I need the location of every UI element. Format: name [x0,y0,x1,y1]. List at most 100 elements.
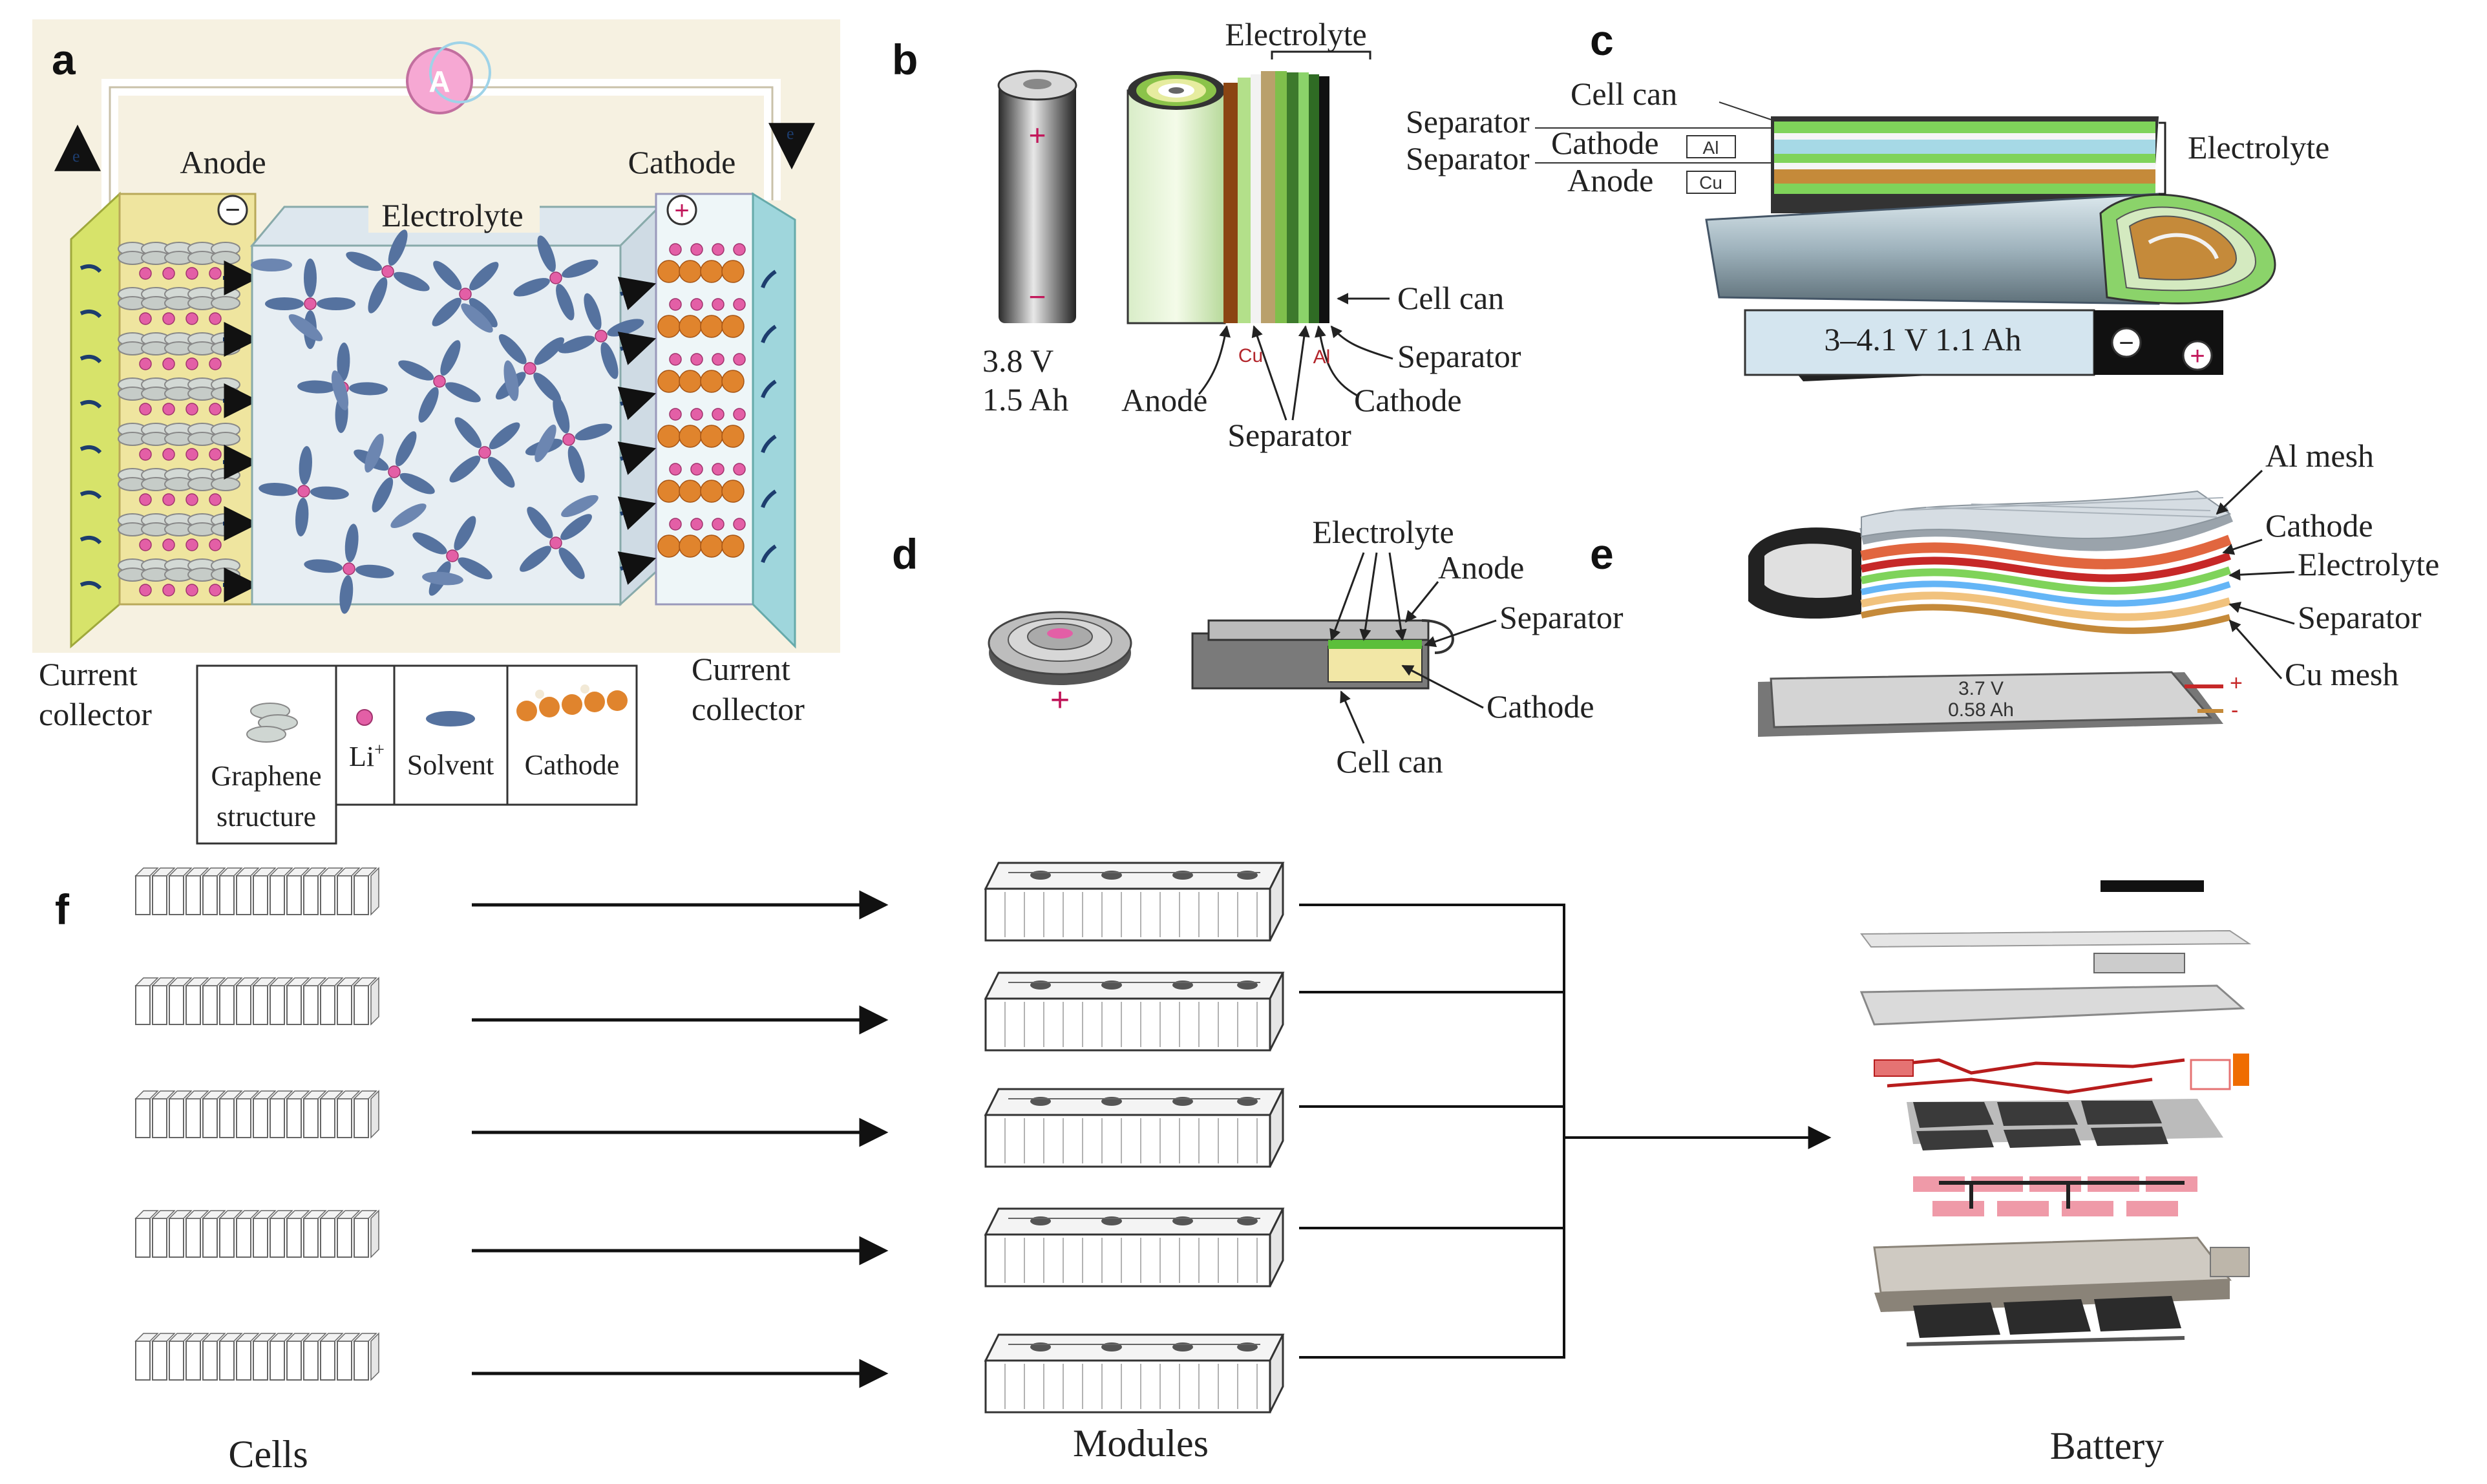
cell-top [218,1090,243,1099]
cell-top [353,1333,377,1342]
li-ion [669,463,682,476]
electron-flow-icon [761,270,777,289]
li-ion [139,538,152,551]
li-ion [162,357,175,370]
solvent-molecule [607,319,644,337]
li-ion [733,353,746,366]
graphene-sheet [211,432,240,446]
li-ion [669,243,682,256]
cell-unit [169,1218,184,1258]
panel-e-cathode: Cathode [2265,507,2373,544]
cell-top [319,1090,344,1099]
li-ion [733,243,746,256]
cell-top [286,1333,310,1342]
cell-top [218,977,243,986]
solvent-molecule [556,284,575,321]
li-ion [209,357,222,370]
cell-top [319,867,344,876]
cell-top [235,1333,260,1342]
cell-stack [134,867,379,916]
cell-unit [135,1341,151,1381]
cell-unit [135,875,151,915]
cell-unit [303,1098,319,1138]
li-ion [712,518,725,531]
solvent-molecule [368,277,388,313]
current-collector-right-line1: Current [692,651,790,687]
li-ion [712,243,725,256]
free-solvent [390,504,427,528]
electrolyte-bracket-c [2159,122,2166,195]
li-flow-arrow [617,387,657,420]
li-ion [185,584,198,597]
cell-unit [185,985,201,1025]
cell-top [302,867,327,876]
solvent-molecule [433,260,462,290]
solvent-molecule [297,380,337,394]
solvent-molecule [558,547,585,579]
cathode-particle [679,370,702,393]
panel-c-electrolyte: Electrolyte [2188,129,2329,165]
electron-flow-icon [761,489,777,509]
li-ion [162,448,175,461]
graphene-sheet [211,251,240,265]
solvated-li-ion [549,536,562,549]
module-front [984,1233,1271,1288]
cathode-particle [657,425,681,448]
cylindrical-cell [999,84,1076,323]
cell-unit [253,985,268,1025]
legend-graphene-icon [246,703,298,743]
solvated-li-ion [549,271,562,284]
ammeter-label: A [429,65,450,98]
pouch-layers [1748,490,2234,634]
cathode-particle [657,260,681,283]
cell-top [269,977,293,986]
solvent-molecule [534,337,565,365]
li-ion [733,298,746,311]
cell-unit [202,875,218,915]
svg-text:e: e [72,147,80,165]
cell-side [370,1332,379,1381]
free-solvent [331,370,349,410]
cell-unit [270,1098,285,1138]
solvent-molecule [259,483,298,496]
li-ion [669,408,682,421]
solvated-li-ion [524,362,536,375]
cell-top [336,977,361,986]
solvent-molecule [584,293,602,330]
cell-unit [270,985,285,1025]
solvent-molecule [346,251,383,271]
cell-top [286,1090,310,1099]
module-box [984,1207,1285,1288]
panel-b-electrolyte: Electrolyte [1225,16,1366,52]
cell-unit [152,985,167,1025]
panel-c-anode: Anode [1567,162,1653,198]
free-solvent [461,303,493,333]
solvent-molecule [388,229,408,266]
li-ion [690,518,703,531]
cell-unit [152,1218,167,1258]
module-front [984,997,1271,1052]
electron-arrow-left: e [54,124,101,171]
cell-unit [185,1098,201,1138]
cell-top [269,867,293,876]
li-ion [139,493,152,506]
solvent-molecules [251,229,644,614]
free-solvent [534,424,556,463]
cell-top [302,1210,327,1219]
coin-cross-section [1191,619,1454,690]
panel-b-al: Al [1313,346,1331,368]
solvent-molecule [567,445,585,483]
solvent-molecule [395,431,417,467]
cathode-particle [721,315,745,338]
pouch-cell-plus: + [2230,671,2243,695]
cell-unit [303,1218,319,1258]
battery-pack [1859,880,2252,1346]
cell-top [185,977,209,986]
electrolyte-bracket-b [1271,50,1371,59]
solvated-li-ion [433,375,446,388]
cathode-particle [679,260,702,283]
module-box [984,1088,1285,1168]
legend-graphene-line2: structure [217,801,316,832]
cell-unit [135,985,151,1025]
